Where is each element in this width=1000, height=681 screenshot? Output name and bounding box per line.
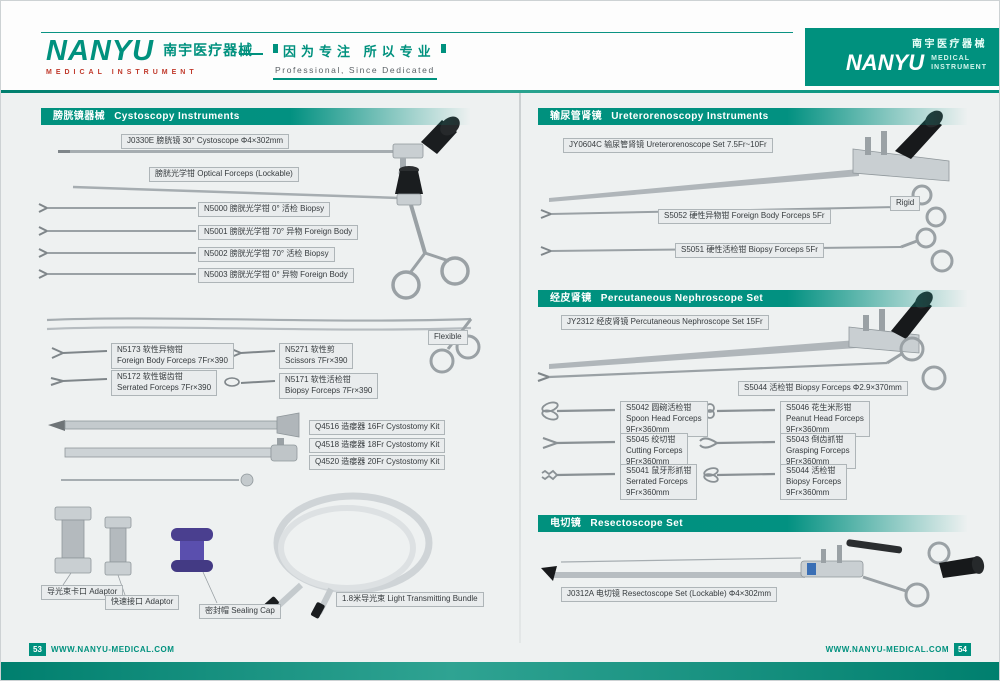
label-flexible: Flexible	[428, 330, 468, 345]
serrated-tip	[541, 469, 616, 481]
footer-url-right: WWW.NANYU-MEDICAL.COM	[825, 645, 949, 654]
page-number-left: 53	[29, 643, 46, 656]
brand-subtitle: MEDICAL INSTRUMENT	[46, 69, 198, 76]
label-jy2312: JY2312 经皮肾镜 Percutaneous Nephroscope Set…	[561, 315, 769, 330]
brand-name: NANYU	[46, 35, 155, 67]
label-j0312a: J0312A 电切镜 Resectoscope Set (Lockable) Φ…	[561, 587, 778, 602]
slogan-en: Professional, Since Dedicated	[273, 65, 437, 80]
peanut-head-tip	[705, 403, 776, 419]
sealing-cap-illustration	[171, 528, 218, 604]
nephro-biopsy-forceps-illustration	[537, 336, 947, 391]
label-s5052: S5052 硬性异物钳 Foreign Body Forceps 5Fr	[658, 209, 831, 224]
label-rigid: Rigid	[890, 196, 921, 211]
biopsy-cup-tip	[703, 467, 776, 483]
right-brand-name: NANYU	[845, 50, 925, 75]
section-title-en: Cystoscopy Instruments	[114, 111, 240, 122]
right-brand-subtitle: MEDICAL INSTRUMENT	[931, 54, 987, 73]
grasping-tip	[699, 437, 776, 449]
section-title-cn: 经皮肾镜	[550, 293, 592, 304]
label-q4518: Q4518 造瘘器 18Fr Cystostomy Kit	[309, 438, 446, 453]
header-rule	[41, 32, 793, 33]
section-title-en: Resectoscope Set	[590, 518, 683, 529]
brand-name-cn: 南宇医疗器械	[163, 42, 254, 58]
section-banner-ureterorenoscopy: 输尿管肾镜 Ureterorenoscopy Instruments	[538, 108, 968, 125]
label-s5051: S5051 硬性活检钳 Biopsy Forceps 5Fr	[675, 243, 824, 258]
label-cystoscope: J0330E 膀胱镜 30° Cystoscope Φ4×302mm	[121, 134, 290, 149]
label-q4520: Q4520 造瘘器 20Fr Cystostomy Kit	[309, 455, 446, 470]
label-n5003: N5003 膀胱光学钳 0° 异物 Foreign Body	[198, 268, 354, 283]
optical-forceps-illustration	[72, 166, 470, 300]
section-title-en: Percutaneous Nephroscope Set	[600, 293, 764, 304]
cysto-forceps-shafts	[38, 203, 196, 279]
right-brand-sub1: MEDICAL	[931, 54, 970, 62]
brand-logo: NANYU 南宇医疗器械 MEDICAL INSTRUMENT	[46, 35, 254, 77]
label-q4516: Q4516 造瘘器 16Fr Cystostomy Kit	[309, 420, 446, 435]
label-jy0604c: JY0604C 输尿管肾镜 Ureterorenoscope Set 7.5Fr…	[563, 138, 773, 153]
section-title-cn: 输尿管肾镜	[550, 111, 602, 122]
label-quick-adaptor: 快速接口 Adaptor	[105, 595, 180, 610]
label-n5173: N5173 软性异物钳 Foreign Body Forceps 7Fr×390	[111, 343, 234, 369]
header: NANYU 南宇医疗器械 MEDICAL INSTRUMENT 因为专注 所以专…	[1, 1, 999, 90]
footer-bar	[1, 662, 999, 680]
header-right-brand-block: 南宇医疗器械 NANYU MEDICAL INSTRUMENT	[805, 28, 999, 86]
label-s5041: S5041 鼠牙形抓钳 Serrated Forceps 9Fr×360mm	[620, 464, 698, 501]
label-s5044: S5044 活检钳 Biopsy Forceps 9Fr×360mm	[780, 464, 848, 501]
right-brand-sub2: INSTRUMENT	[931, 64, 987, 71]
label-s5045: S5045 绞切钳 Cutting Forceps 9Fr×360mm	[620, 433, 689, 470]
section-banner-resectoscope: 电切镜 Resectoscope Set	[538, 515, 968, 532]
label-sealing-cap: 密封帽 Sealing Cap	[199, 604, 281, 619]
label-n5271: N5271 软性剪 Scissors 7Fr×390	[279, 343, 354, 369]
label-optical-forceps: 膀胱光学钳 Optical Forceps (Lockable)	[149, 167, 299, 182]
label-s5046: S5046 花生米形钳 Peanut Head Forceps 9Fr×360m…	[780, 401, 870, 438]
section-title-en: Ureterorenoscopy Instruments	[611, 111, 769, 122]
section-banner-nephroscope: 经皮肾镜 Percutaneous Nephroscope Set	[538, 290, 968, 307]
light-bundle-illustration	[262, 492, 433, 619]
slogan-cn: 因为专注 所以专业	[273, 41, 446, 60]
label-n5172: N5172 软性锯齿钳 Serrated Forceps 7Fr×390	[111, 370, 218, 396]
label-n5001: N5001 膀胱光学钳 70° 异物 Foreign Body	[198, 225, 359, 240]
cystostomy-kit-illustration	[48, 412, 300, 487]
section-title-cn: 膀胱镜器械	[53, 111, 105, 122]
flexible-forceps-illustration	[46, 317, 481, 387]
label-light-adaptor: 导光束卡口 Adaptor	[41, 585, 124, 600]
spoon-head-tip	[541, 401, 616, 421]
slogan: 因为专注 所以专业 Professional, Since Dedicated	[273, 41, 446, 80]
label-s5044-long: S5044 活检钳 Biopsy Forceps Φ2.9×370mm	[738, 381, 908, 396]
label-n5002: N5002 膀胱光学钳 70° 活检 Biopsy	[198, 247, 335, 262]
cutting-tip	[542, 436, 616, 450]
label-n5000: N5000 膀胱光学钳 0° 活检 Biopsy	[198, 202, 331, 217]
section-banner-cystoscopy: 膀胱镜器械 Cystoscopy Instruments	[41, 108, 471, 125]
footer-url-left: WWW.NANYU-MEDICAL.COM	[51, 645, 175, 654]
nephroscope-illustration	[549, 291, 933, 369]
label-n5171: N5171 软性活检钳 Biopsy Forceps 7Fr×390	[279, 373, 379, 399]
label-s5042: S5042 圆碗活检钳 Spoon Head Forceps 9Fr×360mm	[620, 401, 708, 438]
right-brand-cn: 南宇医疗器械	[912, 39, 987, 50]
resectoscope-illustration	[541, 539, 985, 608]
adaptor-illustrations	[54, 506, 132, 596]
page-number-right: 54	[954, 643, 971, 656]
page-gutter	[519, 93, 521, 643]
grasper-tip-illustrations	[541, 401, 776, 483]
header-dash	[239, 53, 263, 55]
label-light-bundle: 1.8米导光束 Light Transmitting Bundle	[336, 592, 484, 607]
section-title-cn: 电切镜	[550, 518, 582, 529]
header-divider-band	[1, 90, 999, 93]
